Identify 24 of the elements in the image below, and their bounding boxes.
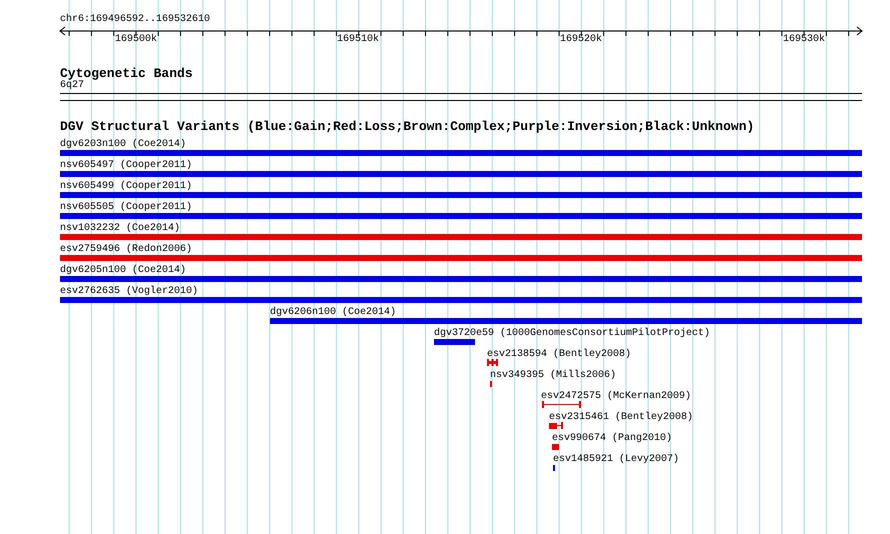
variant-label: dgv6203n100 (Coe2014): [60, 140, 186, 149]
variant-label: esv2315461 (Bentley2008): [549, 413, 694, 422]
track-title: Cytogenetic Bands: [60, 67, 193, 80]
track-label: chr6:169496592..169532610: [60, 15, 210, 25]
track-title: DGV Structural Variants (Blue:Gain;Red:Loss;Brown:Complex;Purple:Inversion;Black:Unknown): [60, 120, 754, 133]
variant-label: esv2138594 (Bentley2008): [487, 350, 632, 359]
variant-label: nsv349395 (Mills2006): [490, 371, 616, 380]
variant-label: esv990674 (Pang2010): [552, 434, 672, 443]
variant-label: esv1485921 (Levy2007): [553, 455, 680, 464]
variant-label: esv2762635 (Vogler2010): [60, 287, 198, 296]
variant-label: dgv3720e59 (1000GenomesConsortiumPilotProject): [434, 329, 710, 338]
variant-label: esv2759496 (Redon2006): [60, 245, 192, 254]
variant-label: esv2472575 (McKernan2009): [541, 392, 692, 401]
variant-label: dgv6205n100 (Coe2014): [60, 266, 186, 275]
tick-label: 169500k: [115, 35, 157, 45]
variant-label: nsv605497 (Cooper2011): [60, 161, 192, 170]
variant-label: nsv605505 (Cooper2011): [60, 203, 192, 212]
tick-label: 169510k: [337, 35, 379, 45]
variant-label: nsv1032232 (Coe2014): [60, 224, 180, 233]
variant-label: dgv6206n100 (Coe2014): [270, 308, 396, 317]
track-label: 6q27: [60, 81, 84, 91]
tick-label: 169530k: [783, 35, 825, 45]
tick-label: 169520k: [560, 35, 602, 45]
variant-label: nsv605499 (Cooper2011): [60, 182, 192, 191]
